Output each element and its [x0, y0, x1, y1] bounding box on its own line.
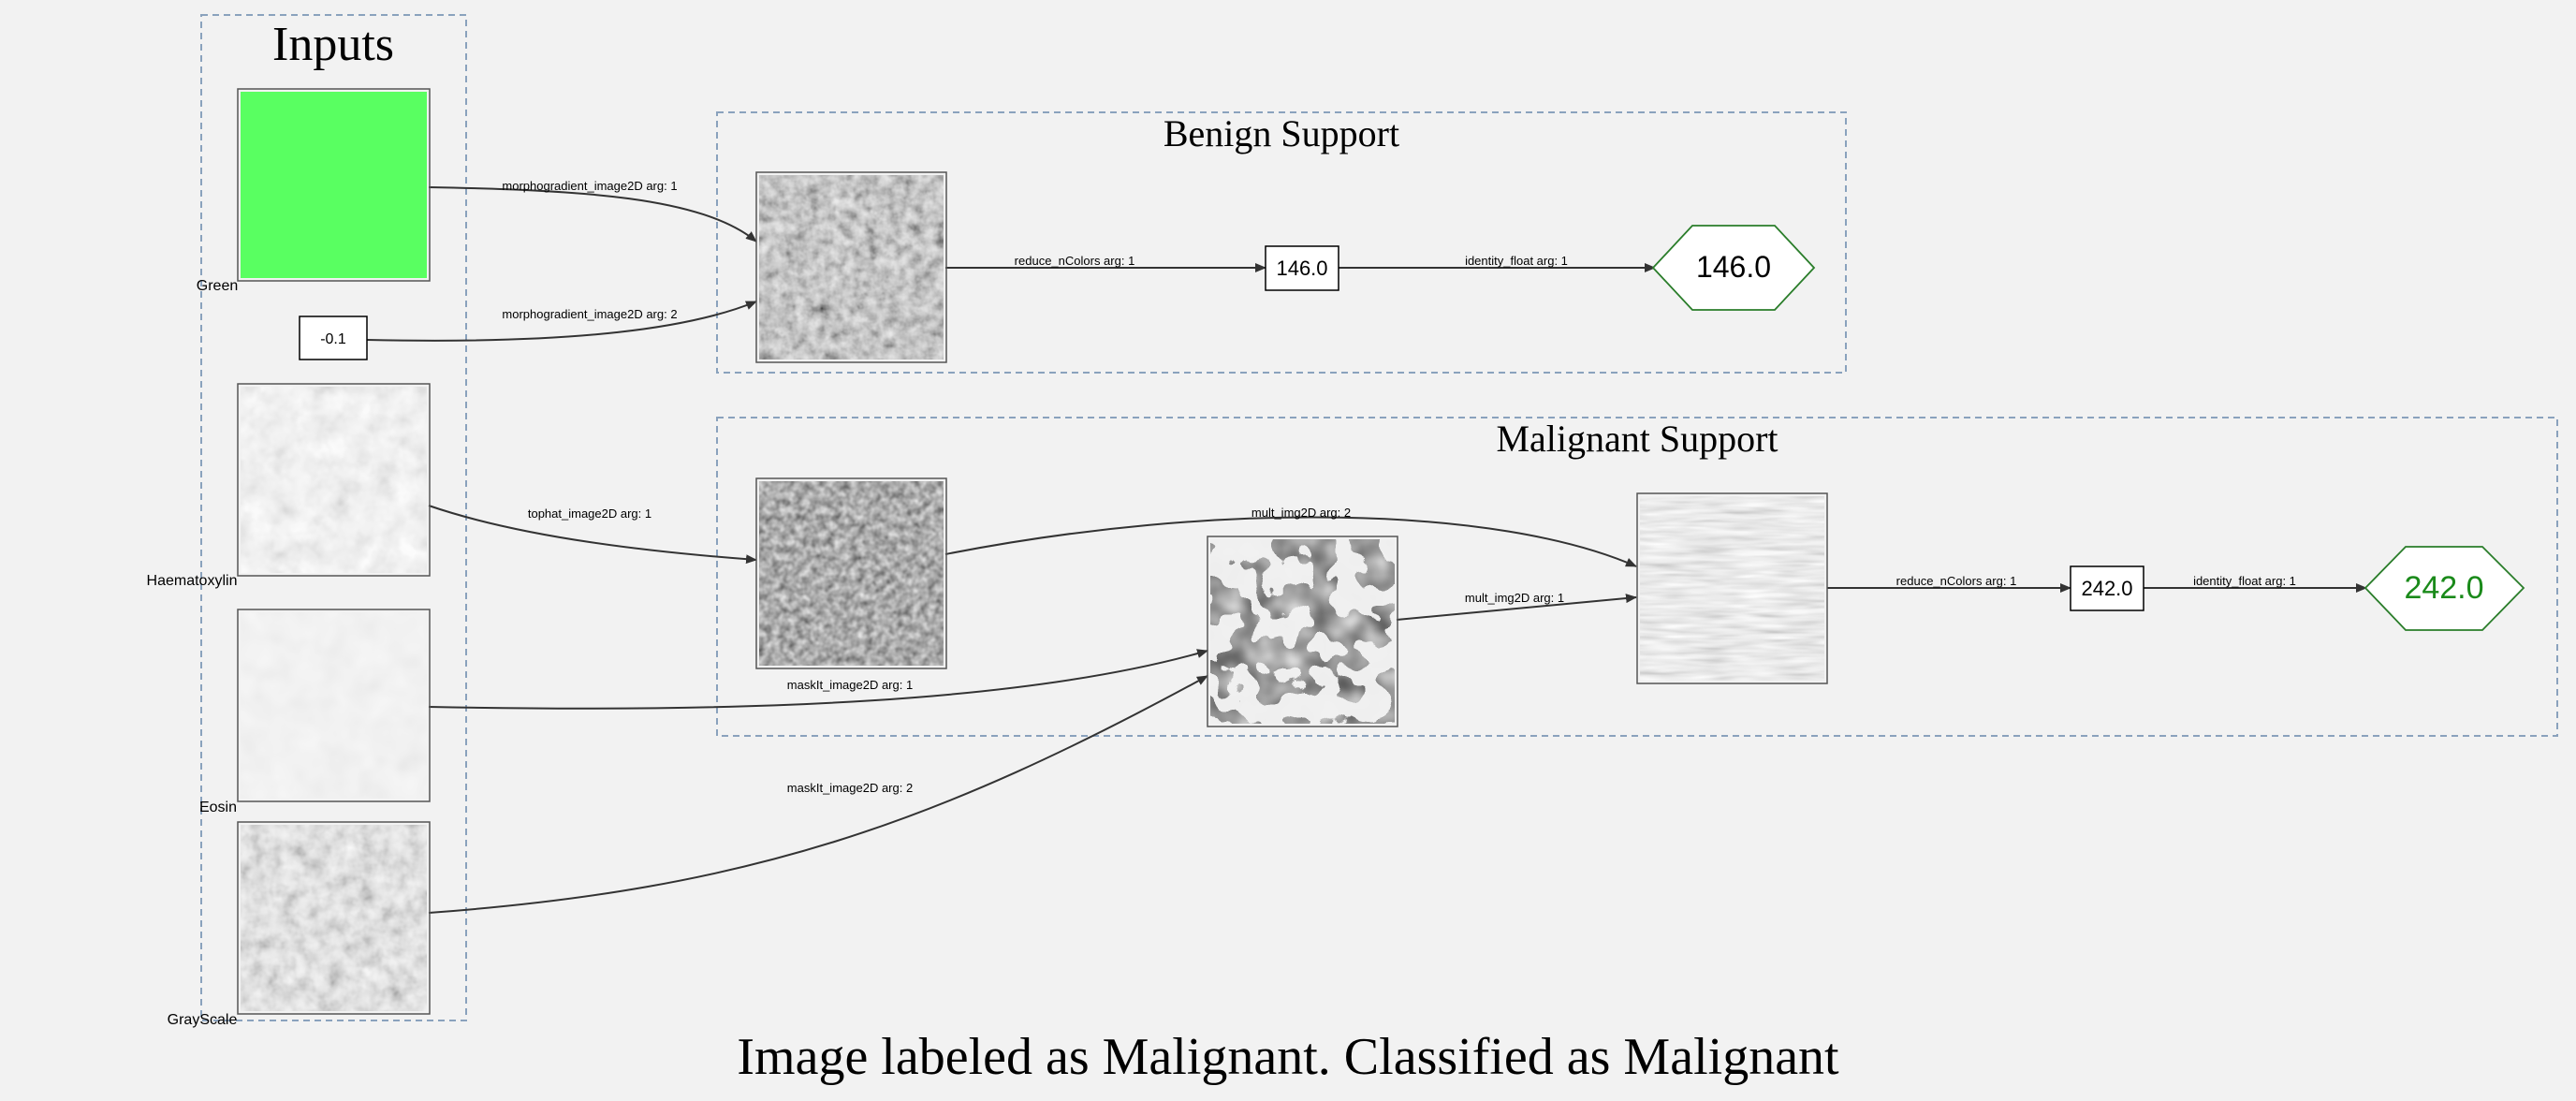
- edge-eosin-mask: [428, 649, 1208, 710]
- edge-label-reduce-malignant: reduce_nColors arg: 1: [1896, 574, 2017, 588]
- haematoxylin-label: Haematoxylin: [147, 573, 238, 589]
- malignant-output-value: 242.0: [2404, 570, 2483, 606]
- edge-haematoxylin-tophat: [428, 505, 757, 565]
- benign-support-cluster: Benign Support: [716, 111, 1847, 374]
- edges: morphogradient_image2D arg: 1 morphograd…: [366, 179, 2367, 914]
- constant-box: [299, 316, 368, 360]
- constant-node: -0.1: [299, 316, 368, 360]
- mult-texture: [1640, 496, 1824, 681]
- haematoxylin-frame: [237, 383, 431, 577]
- green-frame: [237, 88, 431, 282]
- morphogradient-texture: [759, 175, 944, 360]
- edge-label-identity-malignant: identity_float arg: 1: [2193, 574, 2296, 588]
- tophat-image: [755, 477, 947, 669]
- eosin-label: Eosin: [199, 800, 237, 815]
- green-texture: [241, 92, 427, 278]
- grayscale-label: GrayScale: [168, 1012, 238, 1028]
- benign-output-value: 146.0: [1696, 250, 1771, 284]
- green-label: Green: [197, 278, 238, 294]
- morphogradient-image: [755, 171, 947, 363]
- benign-output-node: 146.0: [1651, 225, 1816, 311]
- edge-tophat-mult: [944, 516, 1637, 567]
- green-channel-image: [237, 88, 431, 282]
- mask-texture: [1210, 539, 1395, 724]
- benign-output-hexagon: [1651, 225, 1816, 311]
- benign-cluster-title: Benign Support: [1164, 112, 1399, 154]
- malignant-support-cluster: Malignant Support: [716, 417, 2558, 737]
- malignant-nodes: 242.0 242.0: [755, 477, 2525, 727]
- benign-reduce-box: [1265, 245, 1339, 291]
- edge-constant-morph: [366, 301, 757, 342]
- grayscale-frame: [237, 821, 431, 1015]
- input-nodes: Green -0.1 Haematoxylin Eosin GrayScale: [147, 88, 431, 1028]
- malignant-reduce-box: [2070, 565, 2144, 611]
- eosin-frame: [237, 609, 431, 802]
- eosin-texture: [241, 612, 427, 799]
- edge-mask-mult: [1396, 594, 1637, 621]
- benign-reduce-node: 146.0: [1265, 245, 1339, 291]
- constant-value: -0.1: [320, 331, 346, 347]
- malignant-reduce-node: 242.0: [2070, 565, 2144, 611]
- malignant-output-node: 242.0: [2364, 546, 2525, 631]
- mult-image: [1636, 492, 1828, 684]
- grayscale-texture: [241, 825, 427, 1011]
- mask-frame: [1207, 536, 1398, 727]
- malignant-output-hexagon: [2364, 546, 2525, 631]
- benign-nodes: 146.0 146.0: [755, 171, 1816, 363]
- edge-label-reduce-benign: reduce_nColors arg: 1: [1015, 254, 1135, 268]
- edge-label-tophat: tophat_image2D arg: 1: [528, 506, 651, 521]
- classification-caption: Image labeled as Malignant. Classified a…: [737, 1028, 1839, 1086]
- edge-label-identity-benign: identity_float arg: 1: [1465, 254, 1568, 268]
- edge-label-mult1: mult_img2D arg: 1: [1465, 591, 1564, 605]
- edge-grayscale-mask: [428, 675, 1208, 914]
- edge-label-mult2: mult_img2D arg: 2: [1251, 506, 1351, 520]
- edge-label-morph1: morphogradient_image2D arg: 1: [502, 179, 677, 193]
- malignant-reduce-value: 242.0: [2081, 577, 2132, 600]
- edge-green-morph: [428, 186, 757, 242]
- haematoxylin-texture: [241, 387, 427, 573]
- mask-image: [1207, 536, 1398, 727]
- eosin-image: [237, 609, 431, 802]
- haematoxylin-image: [237, 383, 431, 577]
- malignant-cluster-title: Malignant Support: [1496, 418, 1778, 460]
- edge-label-mask2: maskIt_image2D arg: 2: [787, 781, 913, 795]
- edge-label-morph2: morphogradient_image2D arg: 2: [502, 307, 677, 321]
- morphogradient-frame: [755, 171, 947, 363]
- benign-reduce-value: 146.0: [1276, 257, 1327, 280]
- tophat-texture: [759, 481, 944, 666]
- inputs-cluster-title: Inputs: [272, 18, 394, 71]
- edge-label-mask1: maskIt_image2D arg: 1: [787, 678, 913, 692]
- mult-frame: [1636, 492, 1828, 684]
- grayscale-image: [237, 821, 431, 1015]
- tophat-frame: [755, 477, 947, 669]
